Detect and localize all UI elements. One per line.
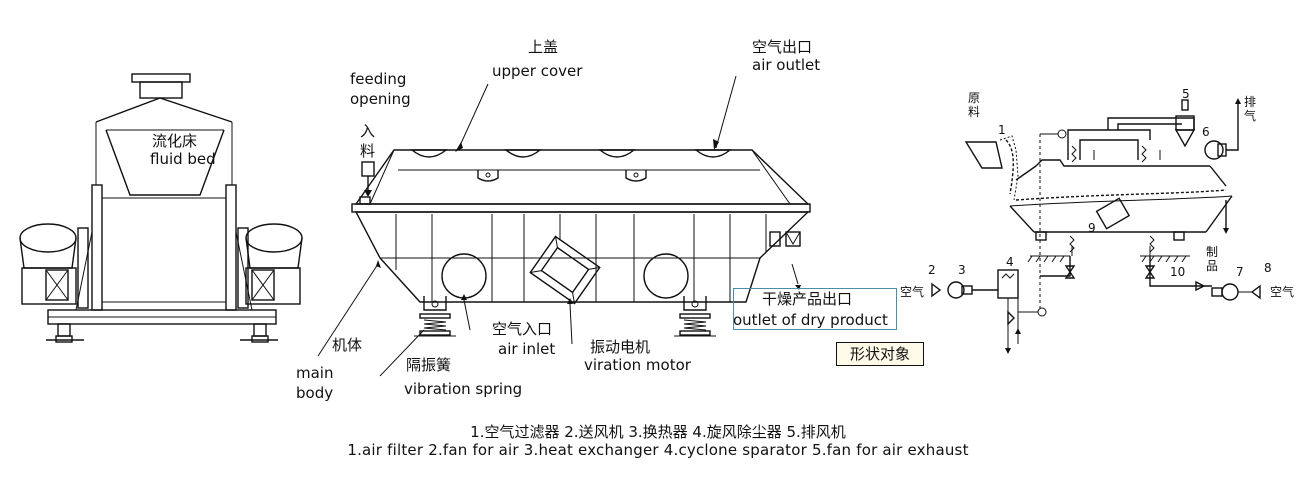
main-body-cn-label: 机体 <box>332 336 362 354</box>
feed-cn-label-2: 料 <box>360 142 375 160</box>
raw-material-hopper <box>964 141 1003 169</box>
left-post <box>91 184 103 311</box>
cover-dome-3 <box>598 149 636 158</box>
right-post <box>225 184 237 311</box>
component-number-3: 3 <box>958 263 966 277</box>
hood-roof <box>95 97 233 123</box>
cover-dome-4 <box>694 149 732 158</box>
fluid-bed-en-label: fluid bed <box>150 150 216 168</box>
component-number-10: 10 <box>1170 265 1185 279</box>
exhaust-label-1: 排 <box>1244 95 1256 109</box>
dryer-hood <box>1035 159 1210 167</box>
dry-product-outlet-valve <box>785 231 801 247</box>
dry-outlet-en-label: outlet of dry product <box>733 311 888 329</box>
component-number-9: 9 <box>1088 221 1096 235</box>
raw-label-1: 原 <box>968 91 980 105</box>
material-bed <box>1015 189 1227 201</box>
feeding-label-1: feeding <box>350 70 406 88</box>
product-label-2: 品 <box>1206 259 1218 273</box>
component-number-8: 8 <box>1264 261 1272 275</box>
component-number-6: 6 <box>1202 125 1210 139</box>
spring-cn-label: 隔振簧 <box>406 356 451 374</box>
top-neck <box>139 81 183 99</box>
spring-en-label: vibration spring <box>404 380 522 398</box>
dry-product-outlet-textbox <box>733 288 897 330</box>
hood-cone <box>105 129 225 196</box>
component-number-2: 2 <box>928 263 936 277</box>
right-motor <box>237 223 303 309</box>
dry-outlet-cn-label: 干燥产品出口 <box>762 290 852 308</box>
process-flow: 原 料 排 气 制 品 空气 空气 1 2 3 4 5 6 7 8 9 10 <box>900 87 1294 354</box>
feed-inlet <box>361 161 375 177</box>
shape-object-label: 形状对象 <box>836 342 924 366</box>
upper-cover-en-label: upper cover <box>492 62 583 80</box>
legend-caption-en: 1.air filter 2.fan for air 3.heat exchan… <box>347 441 969 459</box>
right-supply-fan <box>1221 283 1239 301</box>
right-spring-support <box>674 296 716 337</box>
vib-motor-en-label: viration motor <box>584 356 692 374</box>
air-right-label: 空气 <box>1270 284 1294 299</box>
exhaust-label-2: 气 <box>1244 108 1256 123</box>
component-number-5: 5 <box>1182 87 1190 101</box>
air-inlet-en-label: air inlet <box>498 340 555 358</box>
exhaust-fan <box>1204 140 1224 160</box>
product-label-1: 制 <box>1206 245 1218 259</box>
body-flange <box>351 203 811 213</box>
air-inlet-port-2 <box>643 253 689 299</box>
vib-motor-cn-label: 振动电机 <box>590 338 650 356</box>
left-side-view: 流化床 fluid bed <box>19 73 303 343</box>
main-body-en-label-2: body <box>296 384 333 402</box>
upper-cover <box>354 149 810 205</box>
left-spring-support <box>414 296 456 337</box>
air-left-label: 空气 <box>900 284 924 299</box>
component-number-1: 1 <box>998 123 1006 137</box>
main-body-en-label-1: main <box>296 364 333 382</box>
vibration-motor <box>529 235 601 305</box>
air-outlet-en-label: air outlet <box>752 56 820 74</box>
top-flange <box>131 73 191 83</box>
legend-caption-cn: 1.空气过滤器 2.送风机 3.换热器 4.旋风除尘器 5.排风机 <box>470 423 846 441</box>
fluid-bed-cn-label: 流化床 <box>152 132 197 150</box>
upper-cover-cn-label: 上盖 <box>528 38 558 56</box>
cover-dome-1 <box>410 149 448 158</box>
air-outlet-cn-label: 空气出口 <box>752 38 812 56</box>
feeding-label-2: opening <box>350 90 411 108</box>
component-number-7: 7 <box>1236 265 1244 279</box>
supply-fan <box>947 281 965 299</box>
air-inlet-port-1 <box>441 253 487 299</box>
air-inlet-cn-label: 空气入口 <box>492 320 552 338</box>
heat-exchanger <box>997 269 1019 299</box>
flow-vibration-motor <box>1095 197 1131 230</box>
cover-dome-2 <box>504 149 542 158</box>
air-filter <box>931 282 942 298</box>
raw-label-2: 料 <box>968 105 980 119</box>
front-view: 上盖 upper cover feeding opening 空气出口 air … <box>296 38 888 402</box>
component-number-4: 4 <box>1006 255 1014 269</box>
feed-cn-label-1: 入 <box>360 122 375 140</box>
left-motor <box>19 223 89 309</box>
